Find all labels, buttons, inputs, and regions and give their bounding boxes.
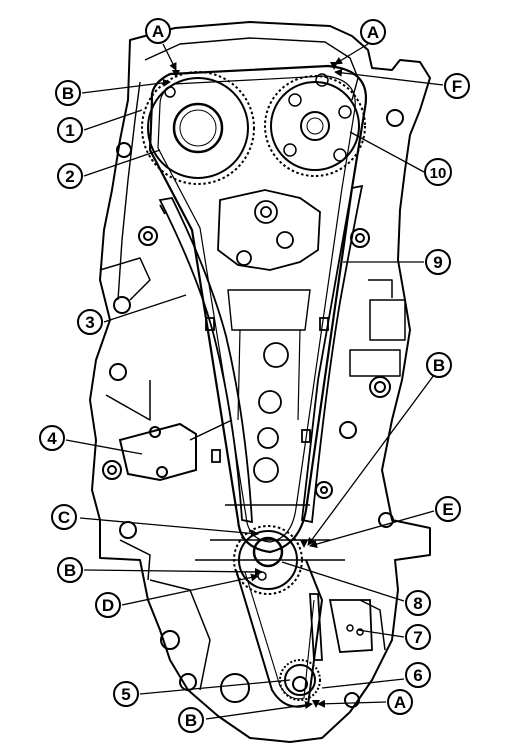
- callout-a-right: A: [360, 19, 386, 45]
- svg-text:F: F: [452, 77, 462, 96]
- callout-d: D: [95, 592, 121, 618]
- callout-8: 8: [405, 590, 431, 616]
- callout-c: C: [51, 504, 77, 530]
- svg-text:8: 8: [413, 594, 422, 613]
- chain-slack-guide: [158, 197, 253, 524]
- exhaust-camshaft-sprocket: [264, 73, 366, 177]
- callout-4: 4: [39, 425, 65, 451]
- svg-text:10: 10: [430, 165, 447, 182]
- svg-text:A: A: [367, 23, 379, 42]
- callout-1: 1: [57, 117, 83, 143]
- engine-front-cover-outline: [89, 21, 431, 743]
- svg-text:1: 1: [65, 121, 74, 140]
- svg-text:B: B: [62, 84, 74, 103]
- callout-10: 10: [424, 158, 452, 186]
- callout-2: 2: [57, 163, 83, 189]
- callout-a-left: A: [145, 18, 171, 44]
- callout-leader-lines: [65, 43, 444, 720]
- cylinder-block-center: [195, 189, 345, 561]
- svg-text:5: 5: [121, 685, 130, 704]
- svg-text:4: 4: [47, 429, 57, 448]
- callout-b-top: B: [55, 80, 81, 106]
- svg-text:C: C: [58, 508, 70, 527]
- svg-text:B: B: [64, 561, 76, 580]
- svg-text:E: E: [442, 500, 453, 519]
- svg-text:B: B: [185, 711, 197, 730]
- callout-6: 6: [405, 662, 431, 688]
- callout-b-bottom: B: [178, 707, 204, 733]
- intake-camshaft-sprocket: [141, 71, 255, 185]
- callout-b-mid: B: [426, 352, 452, 378]
- callout-9: 9: [425, 249, 451, 275]
- svg-text:2: 2: [65, 167, 74, 186]
- svg-text:3: 3: [85, 313, 94, 332]
- callout-e: E: [435, 496, 461, 522]
- callout-7: 7: [405, 624, 431, 650]
- callout-5: 5: [113, 681, 139, 707]
- callout-a-bottom: A: [387, 689, 413, 715]
- callout-b-lower: B: [57, 557, 83, 583]
- callout-f: F: [444, 73, 470, 99]
- svg-text:6: 6: [413, 666, 422, 685]
- svg-text:7: 7: [413, 628, 422, 647]
- callout-3: 3: [77, 309, 103, 335]
- chain-tension-guide: [301, 184, 364, 524]
- chain-tensioner: [118, 419, 233, 482]
- svg-text:D: D: [102, 596, 114, 615]
- svg-text:9: 9: [433, 253, 442, 272]
- svg-text:A: A: [152, 22, 164, 41]
- svg-text:B: B: [433, 356, 445, 375]
- callout-labels: A A B F 1 2 10 9: [39, 18, 470, 733]
- svg-text:A: A: [394, 693, 406, 712]
